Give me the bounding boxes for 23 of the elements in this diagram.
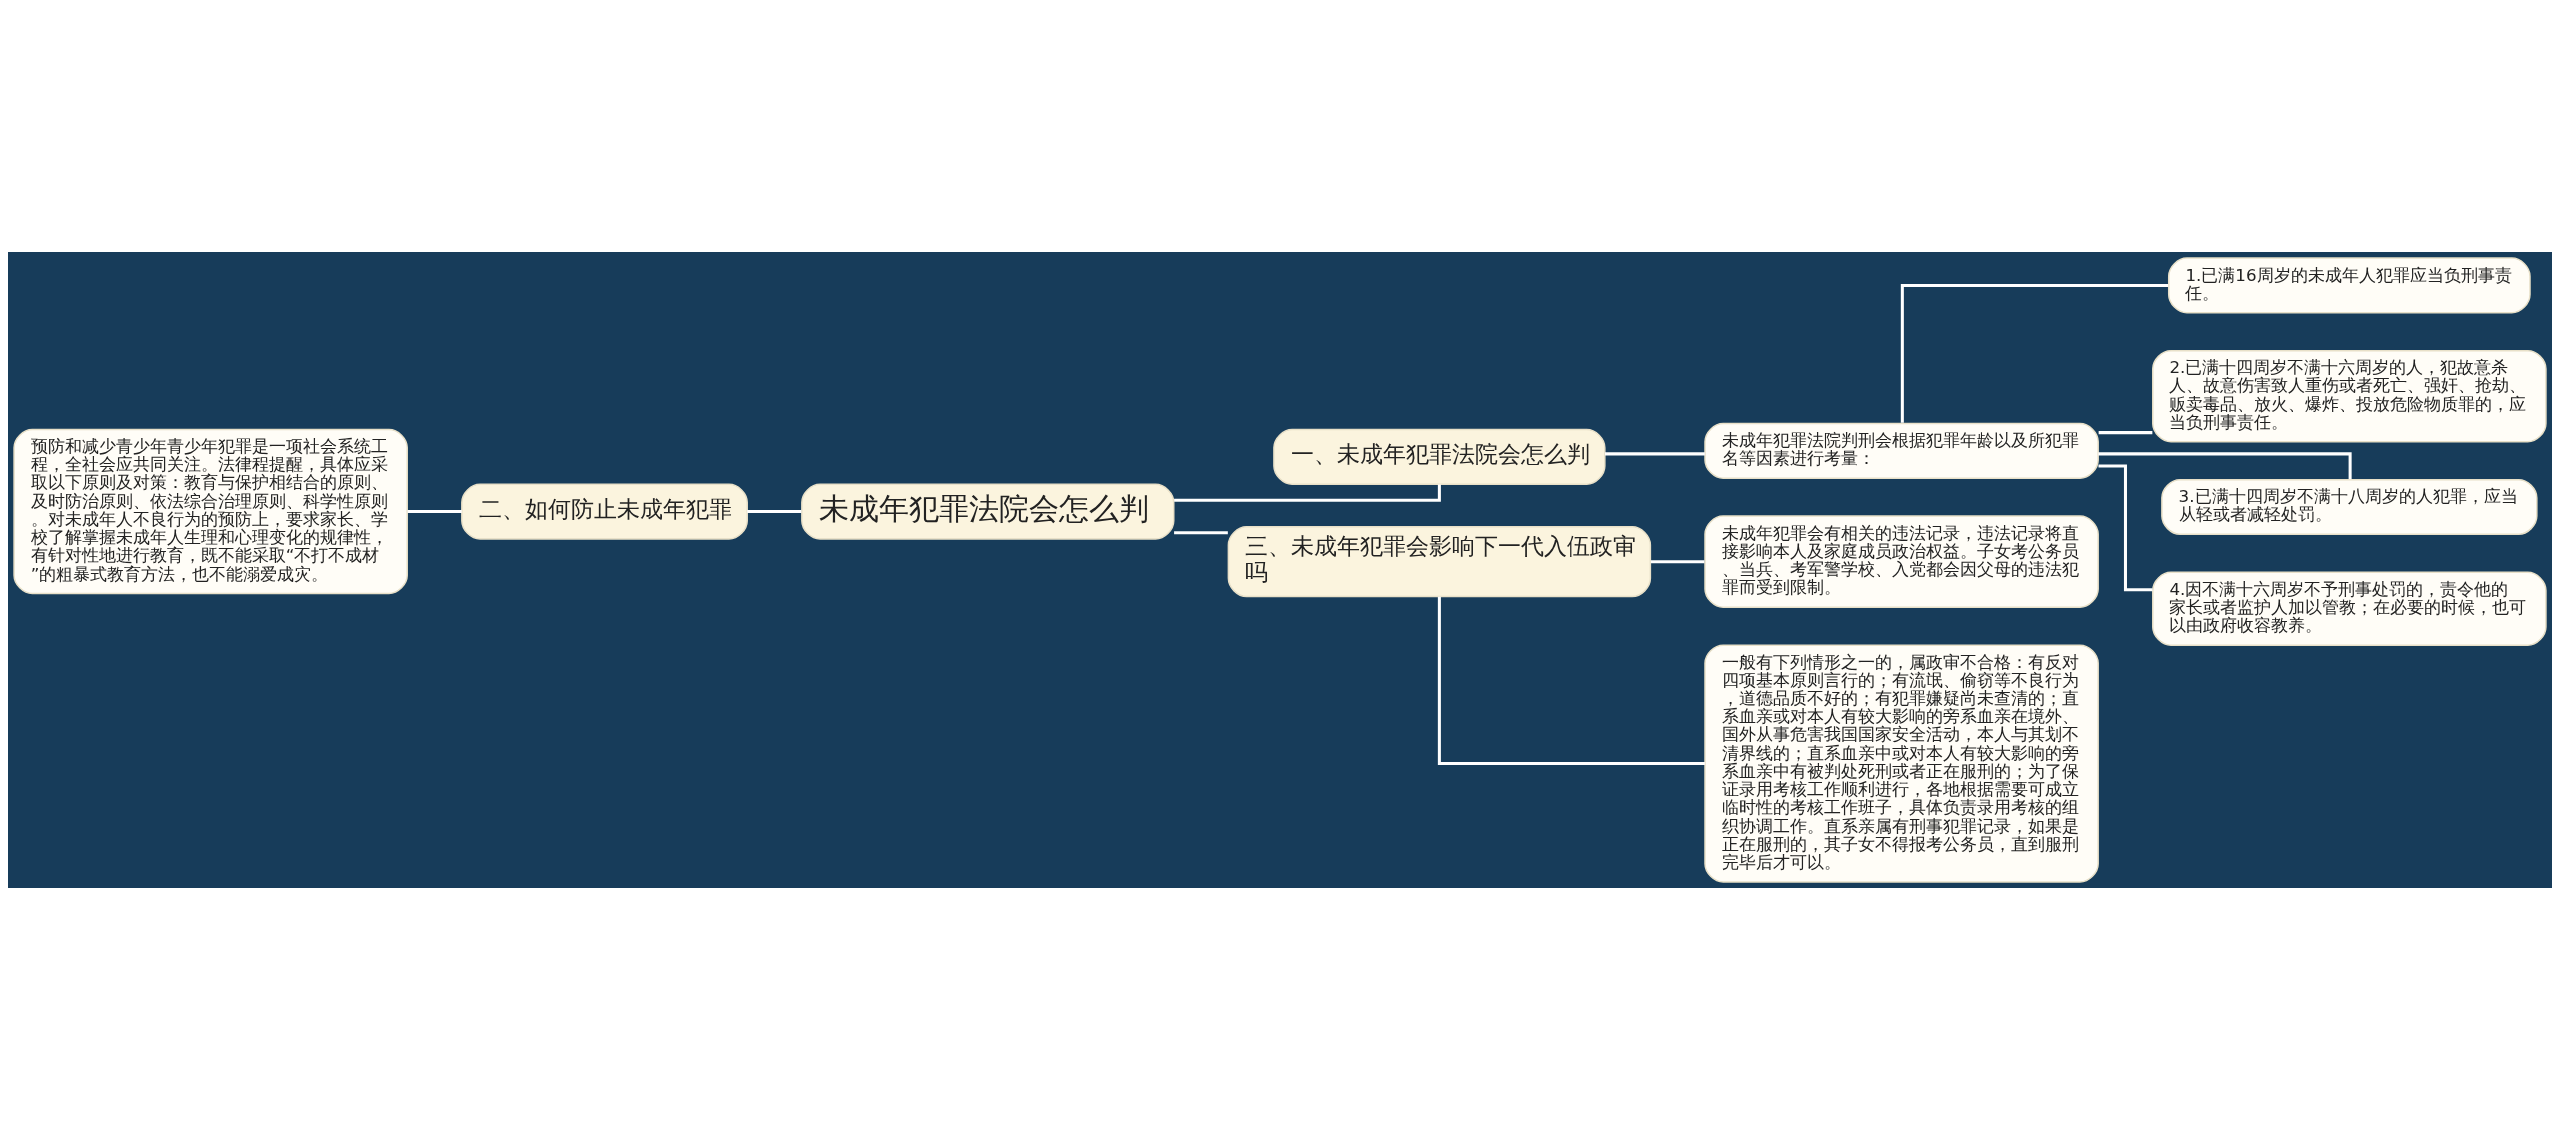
connector: [1900, 283, 2169, 423]
connector: [1650, 559, 1705, 563]
node-box: 一般有下列情形之一的，属政审不合格：有反对四项基本原则言行的；有流氓、偷窃等不良行为，道德品质不好的；有犯罪嫌疑尚未查清的；直系血亲或对本人有较大影响的旁系血亲在境外、国外从事危害我国国家安全活动，本人与其划不清界线的；直系血亲中或对本人有较大影响的旁系血亲中有被判处死刑或者正在服刑的；为了保证录用考核工作顺利进行，各地根据需要可成立临时性的考核工作班子，具体负责录用考核的组织协调工作。直系亲属有刑事犯罪记录，如果是正在服刑的，其子女不得报考公务员，直到服刑完毕后才可以。: [1704, 643, 2099, 883]
connector: [1174, 484, 1441, 502]
connector: [1437, 596, 1705, 765]
node-box: 4.因不满十六周岁不予刑事处罚的，责令他的家长或者监护人加以管教；在必要的时候，也可以由政府收容教养。: [2152, 571, 2547, 646]
node-box: 2.已满十四周岁不满十六周岁的人，犯故意杀人、故意伤害致人重伤或者死亡、强奸、抢劫、贩卖毒品、放火、爆炸、投放危险物质罪的，应当负刑事责任。: [2152, 349, 2547, 442]
node-box: 未成年犯罪法院判刑会根据犯罪年龄以及所犯罪名等因素进行考量：: [1704, 422, 2099, 479]
node-box: 二、如何防止未成年犯罪: [461, 483, 748, 540]
connector: [1174, 530, 1228, 534]
node-box: 一、未成年犯罪法院会怎么判: [1273, 428, 1606, 485]
connector: [407, 509, 462, 513]
node-box: 预防和减少青少年青少年犯罪是一项社会系统工程，全社会应共同关注。法律程提醒，具体应采取以下原则及对策：教育与保护相结合的原则、及时防治原则、依法综合治理原则、科学性原则。对未成年人不良行为的预防上，要求家长、学校了解掌握未成年人生理和心理变化的规律性，有针对性地进行教育，既不能采取“不打不成材”的粗暴式教育方法，也不能溺爱成灾。: [13, 428, 408, 594]
connector: [1604, 451, 1705, 455]
connector: [2098, 464, 2153, 591]
node-box: 三、未成年犯罪会影响下一代入伍政审吗: [1227, 525, 1652, 597]
node-box: 1.已满16周岁的未成年人犯罪应当负刑事责任。: [2167, 256, 2531, 313]
node-box: 未成年犯罪会有相关的违法记录，违法记录将直接影响本人及家庭成员政治权益。子女考公务员、当兵、考军警学校、入党都会因父母的违法犯罪而受到限制。: [1704, 514, 2099, 608]
connector: [2098, 451, 2352, 479]
connector: [747, 509, 802, 513]
node-box: 未成年犯罪法院会怎么判: [801, 483, 1175, 540]
connector: [2098, 430, 2153, 434]
node-box: 3.已满十四周岁不满十八周岁的人犯罪，应当从轻或者减轻处罚。: [2161, 478, 2538, 535]
